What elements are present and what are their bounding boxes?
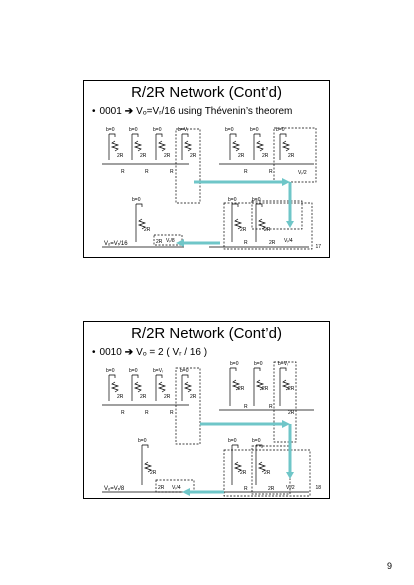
circuit-diagram: b=0 b=0 b=Vᵣ b=0 b=0 b=0 b=Vᵣ 2R 2R 2R 2… [102,361,314,497]
bit-label: b=0 [180,368,189,374]
resistor-label: 2R [158,485,165,491]
voltage-label: Vᵣ/2 [298,170,307,176]
bit-label: b=0 [276,127,285,133]
resistor-label: R [121,410,125,416]
resistor-label: R [244,169,248,175]
bit-label: b=0 [225,127,234,133]
slide-title: R/2R Network (Cont’d) [131,325,282,342]
resistor-label: 2R [262,386,269,392]
bit-label: b=0 [153,127,162,133]
bullet-expression: Vₒ=Vᵣ/16 using Thévenin’s theorem [136,106,293,117]
resistor-label: 2R [240,227,247,233]
voltage-label: Vᵣ/2 [286,485,295,491]
bullet-code: 0010 [99,347,122,358]
resistor-label: R [269,169,273,175]
voltage-label: Vᵣ/8 [166,238,175,244]
resistor-label: 2R [164,153,171,159]
resistor-label: 2R [288,386,295,392]
bit-label: b=Vᵣ [153,368,164,374]
bit-label: b=0 [254,361,263,367]
resistor-label: 2R [117,153,124,159]
bit-label: b=0 [129,368,138,374]
resistor-label: R [121,169,125,175]
bullet-expression: Vₒ = 2 ( Vᵣ / 16 ) [136,347,208,358]
resistor-label: R [244,486,248,492]
slide-18: R/2R Network (Cont’d) •0010➔Vₒ = 2 ( Vᵣ … [83,321,330,499]
resistor-label: R [244,404,248,410]
output-label: Vₒ=Vᵣ/8 [104,486,125,492]
bit-label: b=0 [138,438,147,444]
bit-label: b=0 [132,197,141,203]
resistor-label: 2R [144,227,151,233]
page-number: 9 [386,561,392,571]
output-label: Vₒ=Vᵣ/16 [104,241,128,247]
resistor-label: R [145,410,149,416]
resistor-label: 2R [288,410,295,416]
resistor-label: 2R [240,470,247,476]
resistor-label: 2R [268,486,275,492]
bit-label: b=0 [129,127,138,133]
bit-label: b=0 [252,438,261,444]
bullet-code: 0001 [99,106,122,117]
resistor-label: 2R [190,153,197,159]
circuit-diagram: b=0 b=0 b=0 b=Vᵣ b=0 b=0 b=0 2R 2R 2R 2R… [102,127,317,250]
resistor-label: R [145,169,149,175]
bit-label: b=Vᵣ [278,361,289,367]
resistor-label: 2R [150,470,157,476]
voltage-label: Vᵣ/4 [172,485,181,491]
voltage-label: Vᵣ/4 [284,238,293,244]
bullet-icon: • [92,106,96,117]
bit-label: b=0 [252,197,261,203]
resistor-label: R [269,404,273,410]
bit-label: b=0 [228,438,237,444]
implies-arrow-icon: ➔ [124,347,134,358]
resistor-label: 2R [238,153,245,159]
resistor-label: 2R [140,394,147,400]
resistor-label: 2R [117,394,124,400]
slide-17: R/2R Network (Cont’d) •0001➔Vₒ=Vᵣ/16 usi… [83,80,330,258]
bit-label: b=0 [230,361,239,367]
bit-label: b=0 [106,127,115,133]
bit-label: b=0 [106,368,115,374]
slide-bullet: •0010➔Vₒ = 2 ( Vᵣ / 16 ) [92,347,207,359]
bullet-icon: • [92,347,96,358]
bit-label: b=0 [250,127,259,133]
bit-label: b=0 [228,197,237,203]
slide-bullet: •0001➔Vₒ=Vᵣ/16 using Thévenin’s theorem [92,106,292,118]
resistor-label: 2R [190,394,197,400]
bit-label: b=Vᵣ [178,127,189,133]
slide-title: R/2R Network (Cont’d) [131,84,282,101]
resistor-label: 2R [262,153,269,159]
resistor-label: 2R [264,227,271,233]
resistor-label: 2R [164,394,171,400]
resistor-label: 2R [156,239,163,245]
resistor-label: 2R [269,240,276,246]
resistor-label: 2R [264,470,271,476]
resistor-label: R [170,169,174,175]
resistor-label: R [170,410,174,416]
resistor-label: 2R [238,386,245,392]
slide-number: 17 [315,244,321,250]
implies-arrow-icon: ➔ [124,106,134,117]
resistor-label: R [244,240,248,246]
resistor-label: 2R [140,153,147,159]
resistor-label: 2R [288,153,295,159]
slide-number: 18 [315,485,321,491]
